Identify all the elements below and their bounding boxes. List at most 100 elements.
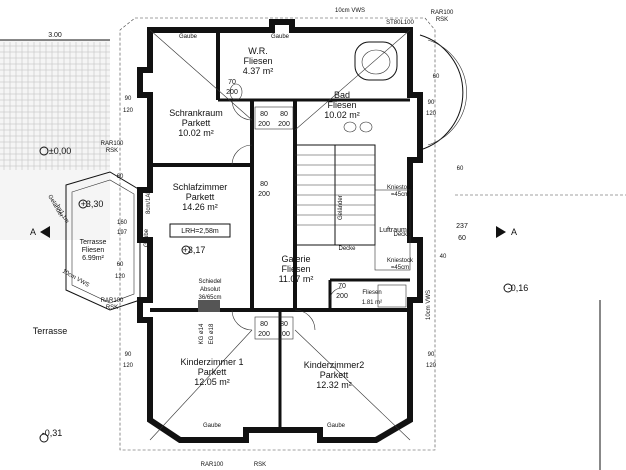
svg-text:14.26 m²: 14.26 m² [182,202,218,212]
svg-text:Kinderzimmer 1: Kinderzimmer 1 [180,357,243,367]
svg-text:80: 80 [280,321,288,328]
room-schrankraum: Schrankraum Parkett 10.02 m² [169,108,223,138]
staircase [294,144,376,246]
svg-text:90: 90 [125,352,132,358]
terrace-channel: 8cm/1Ab [146,190,152,214]
schiedel-label: Schiedel Absolut 36/65cm [198,279,221,301]
svg-text:120: 120 [123,363,134,369]
rsk-left: RSK [106,148,118,154]
eg-label: EG ø18 [209,323,215,344]
svg-text:Schiedel: Schiedel [198,279,221,285]
kniestock-1: Kniestock [387,185,414,191]
door-dim-1: 80 80 200 200 [254,106,294,130]
rar-bottom: RAR100 [201,462,224,468]
svg-text:A: A [511,227,517,237]
svg-text:90: 90 [428,100,435,106]
svg-text:11.07 m²: 11.07 m² [279,274,314,284]
svg-text:-0,16: -0,16 [508,283,529,293]
vws-left: 10cm VWS [61,269,90,289]
svg-text:80: 80 [260,111,268,118]
svg-text:160: 160 [117,220,128,226]
decke-label-2: Decke [393,232,411,238]
svg-text:1.81 m²: 1.81 m² [362,300,382,306]
decke-label-1: Decke [338,246,356,252]
luftraum-label: Luftraum [379,227,407,234]
room-wc: W.R. Fliesen 4.37 m² [243,46,274,76]
svg-text:Parkett: Parkett [320,370,349,380]
svg-text:Fliesen: Fliesen [327,100,356,110]
window-dims-left: 90 120 60 160 197 60 120 90 120 [115,96,134,369]
svg-text:Bad: Bad [334,90,350,100]
svg-text:200: 200 [226,89,238,96]
right-bay [419,34,464,151]
svg-text:A: A [30,227,36,237]
svg-text:W.R.: W.R. [248,46,268,56]
gaube-bottom: Gaube [203,423,222,429]
svg-text:4.37 m²: 4.37 m² [243,66,274,76]
svg-text:Parkett: Parkett [186,192,215,202]
svg-text:60: 60 [457,166,464,172]
svg-text:60: 60 [433,74,440,80]
gaube-bottom-right: Gaube [327,423,346,429]
shower [377,284,407,308]
dimension-top-left: 3.00 [48,32,62,39]
door-dim-4: 70 200 [226,79,238,96]
rar-left-2: RAR100 [101,298,124,304]
room-galerie: Galerie Fliesen 11.07 m² [279,254,314,284]
gaube-top-left: Gaube [179,34,198,40]
svg-text:200: 200 [258,331,270,338]
roof-ridge-lines [149,29,411,441]
rar-top: RAR100 [431,10,454,16]
svg-text:120: 120 [426,111,437,117]
door-dim-2: 80 200 [258,181,270,198]
svg-text:120: 120 [426,363,437,369]
door-dim-5: 70 200 [336,283,348,300]
door-dim-3: 80 80 200 200 [254,316,294,340]
lrh-label: LRH=2,58m [181,228,219,235]
svg-text:Schrankraum: Schrankraum [169,108,223,118]
svg-text:12.05 m²: 12.05 m² [194,377,230,387]
svg-text:120: 120 [115,274,126,280]
room-schlafzimmer: Schlafzimmer Parkett 14.26 m² [173,182,228,212]
svg-text:Fliesen: Fliesen [281,264,310,274]
svg-text:±0,00: ±0,00 [49,146,71,156]
sinks [343,121,373,133]
toilet [229,83,243,101]
terrace-hatch [0,40,110,240]
svg-text:Parkett: Parkett [182,118,211,128]
roof-outline [119,17,436,451]
svg-text:40: 40 [440,254,447,260]
room-dusche: Fliesen 1.81 m² [362,290,382,306]
vws-right: 10cm VWS [426,290,432,320]
svg-text:70: 70 [228,79,236,86]
room-bad: Bad Fliesen 10.02 m² [324,90,360,120]
svg-text:200: 200 [278,331,290,338]
svg-text:Absolut: Absolut [200,287,220,293]
svg-text:60: 60 [117,262,124,268]
svg-text:80: 80 [260,181,268,188]
exterior-wall [137,19,423,443]
dim-60: 60 [458,235,466,242]
rar-left: RAR100 [101,141,124,147]
svg-text:+3,17: +3,17 [183,245,206,255]
svg-text:80: 80 [280,111,288,118]
window-dims-right: 90 120 90 120 40 60 60 [426,74,464,369]
level-marker-bedroom: +3,17 [181,245,206,255]
svg-text:70: 70 [338,283,346,290]
svg-text:80: 80 [260,321,268,328]
svg-text:Terrasse: Terrasse [80,239,107,246]
gaube-left: Gaube [144,228,150,247]
gelaender-stair: Geländer [338,195,344,220]
axis-marker-left: A [30,226,50,238]
room-kinderzimmer-2: Kinderzimmer2 Parkett 12.32 m² [304,360,365,390]
svg-text:12.32 m²: 12.32 m² [316,380,352,390]
axis-marker-right: A [496,226,517,238]
terrasse-label: Terrasse [33,326,68,336]
svg-text:-0,31: -0,31 [42,428,63,438]
level-marker-0: ±0,00 [39,146,71,156]
small-terrace [65,171,141,311]
vws-top: 10cm VWS [335,8,365,14]
kniestock-1-height: =45cm [391,192,409,198]
